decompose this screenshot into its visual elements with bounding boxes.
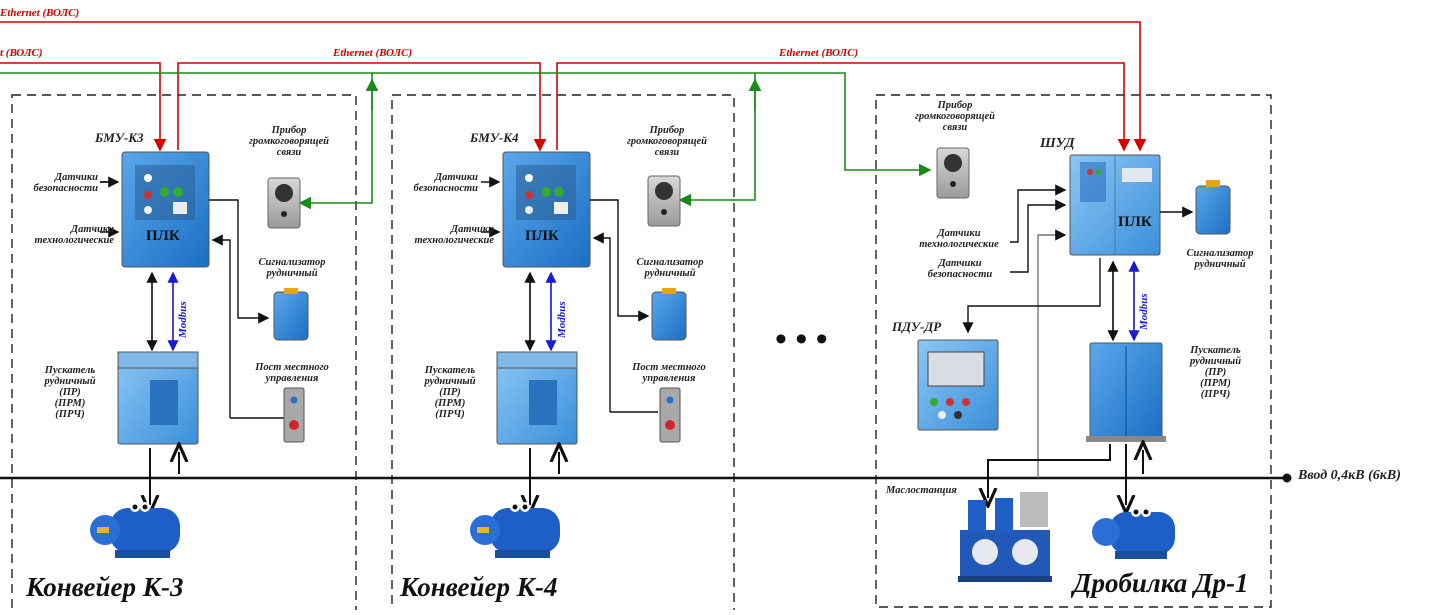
bmu-k4-label: БМУ-К4 bbox=[470, 130, 519, 145]
loudspeaker-k4-label: Прибор громкоговорящей связи bbox=[626, 125, 708, 159]
ellipsis: • • • bbox=[775, 321, 828, 358]
plk-k4-label: ПЛК bbox=[525, 228, 559, 244]
modbus-dr1-label: Modbus bbox=[1138, 293, 1150, 330]
modbus-k4-label: Modbus bbox=[556, 301, 568, 338]
k4-group bbox=[470, 151, 687, 558]
dr1-group bbox=[917, 147, 1231, 582]
title-k3: Конвейер К-3 bbox=[26, 572, 184, 602]
plk-k3-label: ПЛК bbox=[146, 228, 180, 244]
pdu-dr-label: ПДУ-ДР bbox=[892, 319, 942, 334]
sensors-safety-dr1: Датчики безопасности bbox=[927, 258, 993, 281]
title-k4: Конвейер К-4 bbox=[400, 572, 558, 602]
boundary-k4 bbox=[391, 94, 735, 615]
shud-label: ШУД bbox=[1040, 136, 1075, 151]
ethernet-label-left: t (ВОЛС) bbox=[0, 47, 43, 59]
local-post-k4 bbox=[659, 387, 681, 443]
modbus-k3-label: Modbus bbox=[177, 301, 189, 338]
plk-dr1-label: ПЛК bbox=[1118, 214, 1152, 230]
sensors-tech-k4: Датчики технологические bbox=[414, 224, 495, 247]
starter-k4-label: Пускатель рудничный (ПР) (ПРМ) (ПРЧ) bbox=[424, 365, 476, 421]
power-input-label: Ввод 0,4кВ (6кВ) bbox=[1298, 468, 1401, 483]
sensors-tech-dr1: Датчики технологические bbox=[919, 228, 999, 251]
motor-k4 bbox=[470, 502, 560, 558]
local-post-k3-label: Пост местного управления bbox=[255, 362, 329, 385]
ethernet-label-top: Ethernet (ВОЛС) bbox=[0, 7, 80, 19]
motor-dr1 bbox=[1092, 507, 1175, 559]
sensors-tech-k3: Датчики технологические bbox=[34, 224, 115, 247]
signal-k4-label: Сигнализатор рудничный bbox=[636, 257, 704, 280]
loudspeaker-dr1-label: Прибор громкоговорящей связи bbox=[914, 100, 996, 134]
ethernet-lines bbox=[0, 21, 1147, 152]
signal-k3-label: Сигнализатор рудничный bbox=[258, 257, 326, 280]
sensors-safety-k3: Датчики безопасности bbox=[33, 172, 98, 195]
ethernet-label-mid2: Ethernet (ВОЛС) bbox=[779, 47, 859, 59]
bmu-k3-label: БМУ-К3 bbox=[95, 130, 144, 145]
starter-k3-label: Пускатель рудничный (ПР) (ПРМ) (ПРЧ) bbox=[44, 365, 96, 421]
local-post-k4-label: Пост местного управления bbox=[632, 362, 706, 385]
signal-k4 bbox=[651, 291, 687, 341]
boundary-dr1 bbox=[875, 94, 1272, 608]
boundary-k3 bbox=[11, 94, 357, 615]
title-dr1: Дробилка Др-1 bbox=[1073, 568, 1249, 598]
ethernet-label-mid1: Ethernet (ВОЛС) bbox=[333, 47, 413, 59]
sensors-safety-k4: Датчики безопасности bbox=[413, 172, 478, 195]
motor-k3 bbox=[90, 502, 180, 558]
starter-dr1-label: Пускатель рудничный (ПР) (ПРМ) (ПРЧ) bbox=[1189, 345, 1242, 401]
oil-station-label: Маслостанция bbox=[886, 485, 957, 496]
signal-k3 bbox=[273, 291, 309, 341]
oil-station bbox=[958, 492, 1052, 582]
signal-dr1 bbox=[1195, 185, 1231, 235]
loudspeaker-k3-label: Прибор громкоговорящей связи bbox=[248, 125, 330, 159]
green-lines bbox=[0, 72, 932, 210]
signal-dr1-label: Сигнализатор рудничный bbox=[1186, 248, 1254, 271]
local-post-k3 bbox=[283, 387, 305, 443]
k3-group bbox=[90, 151, 309, 558]
